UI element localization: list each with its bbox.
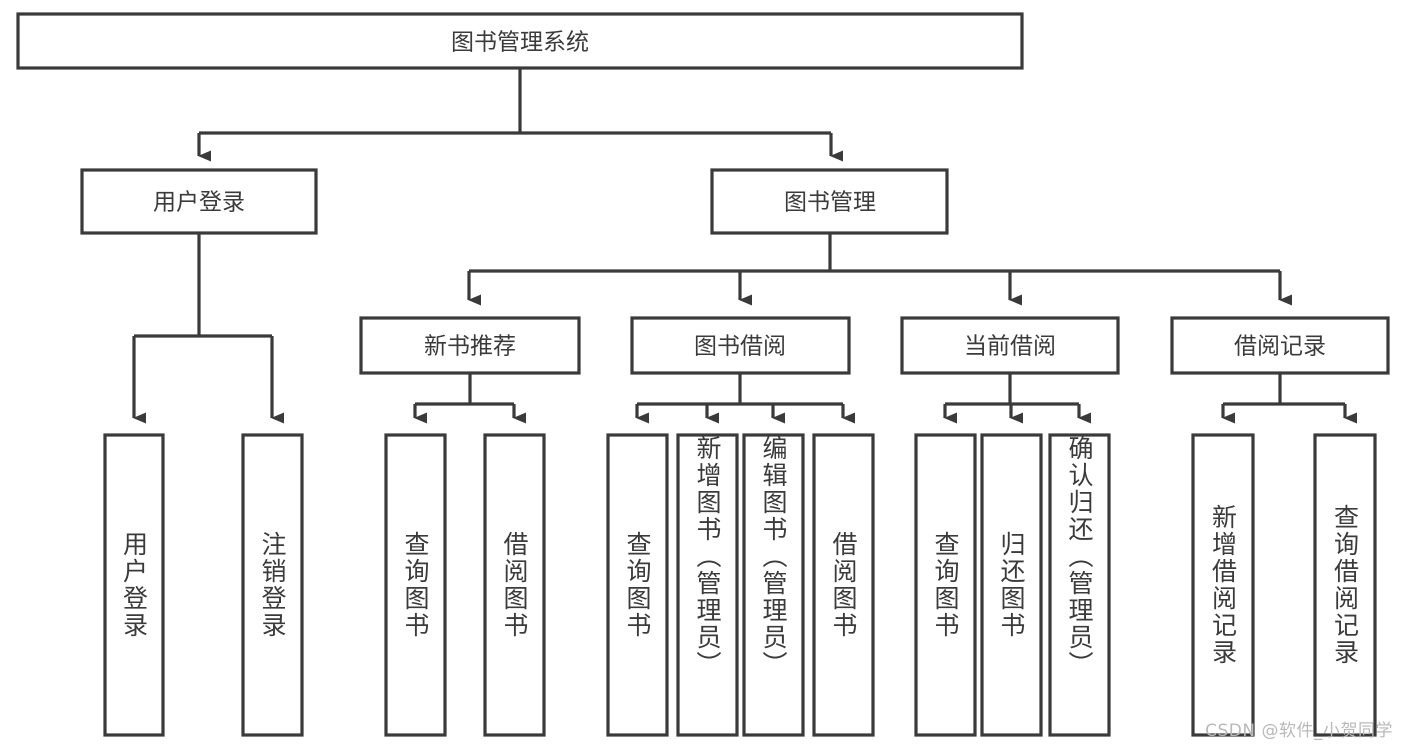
node-user-login-label: 用户登录 bbox=[153, 190, 245, 216]
node-book-borrow-label: 图书借阅 bbox=[694, 334, 786, 360]
leaf-box-add-book[interactable] bbox=[676, 433, 739, 737]
node-current-borrow[interactable]: 当前借阅 bbox=[900, 316, 1120, 375]
leaf-boxes bbox=[103, 433, 1377, 737]
leaf-box-borrow-book[interactable] bbox=[812, 433, 875, 737]
node-new-book-recommend-label: 新书推荐 bbox=[424, 334, 516, 360]
leaf-box-query-book-recommend[interactable] bbox=[384, 433, 447, 737]
leaf-box-query-book-borrow[interactable] bbox=[606, 433, 669, 737]
connector-bookborrow-to-leaves bbox=[635, 373, 855, 424]
leaf-box-logout[interactable] bbox=[241, 433, 304, 737]
leaf-box-borrow-book-recommend[interactable] bbox=[483, 433, 546, 737]
leaf-box-query-book-current[interactable] bbox=[914, 433, 977, 737]
connector-borrowrecord-to-leaves bbox=[1221, 373, 1357, 424]
node-book-management-label: 图书管理 bbox=[784, 190, 876, 216]
connector-root-to-level2 bbox=[197, 68, 843, 162]
leaf-box-edit-book[interactable] bbox=[742, 433, 805, 737]
node-root[interactable]: 图书管理系统 bbox=[16, 12, 1024, 70]
node-user-login[interactable]: 用户登录 bbox=[80, 168, 318, 235]
leaf-box-user-login[interactable] bbox=[103, 433, 165, 737]
connector-bookmgmt-to-level3 bbox=[467, 233, 1292, 306]
node-root-label: 图书管理系统 bbox=[451, 30, 589, 56]
connector-userlogin-to-leaves bbox=[132, 233, 284, 424]
watermark: CSDN @软件_小贺同学 bbox=[1205, 721, 1393, 741]
node-book-management[interactable]: 图书管理 bbox=[710, 168, 949, 235]
connector-newbook-to-leaves bbox=[413, 373, 526, 424]
leaf-box-return-book[interactable] bbox=[980, 433, 1043, 737]
connector-currentborrow-to-leaves bbox=[943, 373, 1091, 424]
leaf-box-confirm-return[interactable] bbox=[1048, 433, 1111, 737]
leaf-box-query-borrow-record[interactable] bbox=[1313, 433, 1377, 737]
node-book-borrow[interactable]: 图书借阅 bbox=[630, 316, 851, 375]
leaf-box-add-borrow-record[interactable] bbox=[1191, 433, 1255, 737]
node-current-borrow-label: 当前借阅 bbox=[964, 334, 1056, 360]
node-borrow-record[interactable]: 借阅记录 bbox=[1170, 316, 1390, 375]
node-borrow-record-label: 借阅记录 bbox=[1234, 334, 1326, 360]
node-new-book-recommend[interactable]: 新书推荐 bbox=[359, 316, 581, 375]
